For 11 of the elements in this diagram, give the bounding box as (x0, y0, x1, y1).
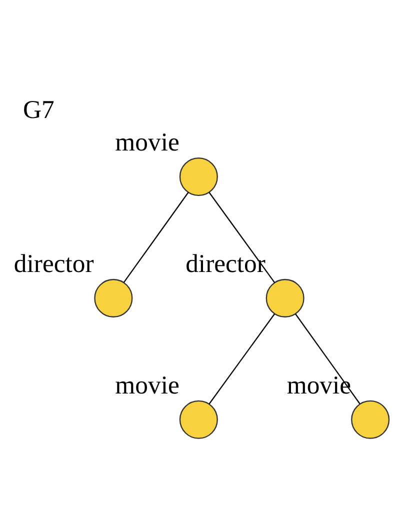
node-label: movie (115, 128, 180, 157)
node-circle (179, 400, 218, 439)
connector (208, 314, 275, 404)
node-circle (179, 157, 218, 196)
diagram-title: G7 (22, 94, 54, 124)
connector (123, 192, 189, 283)
node-label: movie (115, 370, 180, 400)
node-circle (351, 400, 390, 439)
node-circle (266, 278, 304, 318)
node-label: director (14, 249, 94, 278)
node-circle (94, 278, 133, 318)
